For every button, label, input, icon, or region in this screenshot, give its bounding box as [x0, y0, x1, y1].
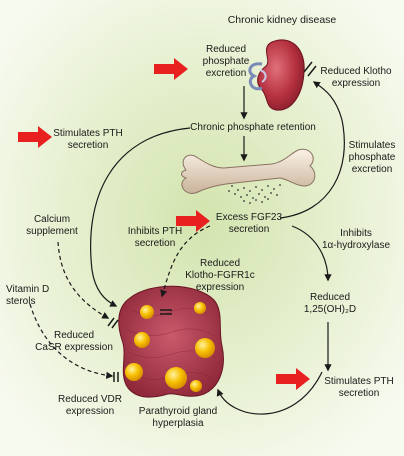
- label-parathyroid-gland-hyperplasia: Parathyroid gland hyperplasia: [126, 406, 230, 430]
- label-calcium-supplement: Calcium supplement: [20, 214, 84, 238]
- label-reduced-klotho-fgfr1c-expression: Reduced Klotho-FGFR1c expression: [180, 258, 260, 294]
- nodule-icon: [165, 367, 187, 389]
- label-stimulates-phosphate-excretion: Stimulates phosphate excretion: [342, 140, 402, 176]
- label-stimulates-pth-secretion-bottom: Stimulates PTH secretion: [318, 376, 400, 400]
- nodule-icon: [125, 363, 143, 381]
- diagram-title: Chronic kidney disease: [222, 14, 342, 26]
- nodule-icon: [194, 302, 206, 314]
- label-inhibits-1a-hydroxylase: Inhibits 1α-hydroxylase: [316, 228, 396, 252]
- label-reduced-casr-expression: Reduced CaSR expression: [30, 330, 118, 354]
- label-inhibits-pth-secretion: Inhibits PTH secretion: [120, 226, 190, 250]
- label-stimulates-pth-secretion-top: Stimulates PTH secretion: [46, 128, 130, 152]
- label-chronic-phosphate-retention: Chronic phosphate retention: [188, 122, 318, 134]
- nodule-icon: [134, 332, 150, 348]
- label-reduced-125-oh2d: Reduced 1,25(OH)₂D: [300, 292, 360, 316]
- label-reduced-vdr-expression: Reduced VDR expression: [52, 394, 128, 418]
- nodule-icon: [140, 305, 154, 319]
- label-reduced-klotho-expression: Reduced Klotho expression: [316, 66, 396, 90]
- nodule-icon: [195, 338, 215, 358]
- nodule-icon: [190, 380, 202, 392]
- label-reduced-phosphate-excretion: Reduced phosphate excretion: [190, 44, 262, 80]
- parathyroid-gland-icon: [119, 286, 224, 397]
- label-excess-fgf23-secretion: Excess FGF23 secretion: [208, 212, 290, 236]
- label-vitamin-d-sterols: Vitamin D sterols: [6, 284, 66, 308]
